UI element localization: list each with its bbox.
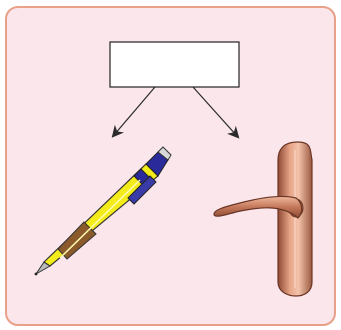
door-handle-icon: [213, 141, 313, 297]
arrow-to-door-handle: [192, 86, 240, 139]
pen-icon: [34, 146, 172, 276]
arrow-to-pen: [111, 86, 156, 138]
label-box: [109, 41, 240, 88]
panel-background: [5, 6, 336, 326]
